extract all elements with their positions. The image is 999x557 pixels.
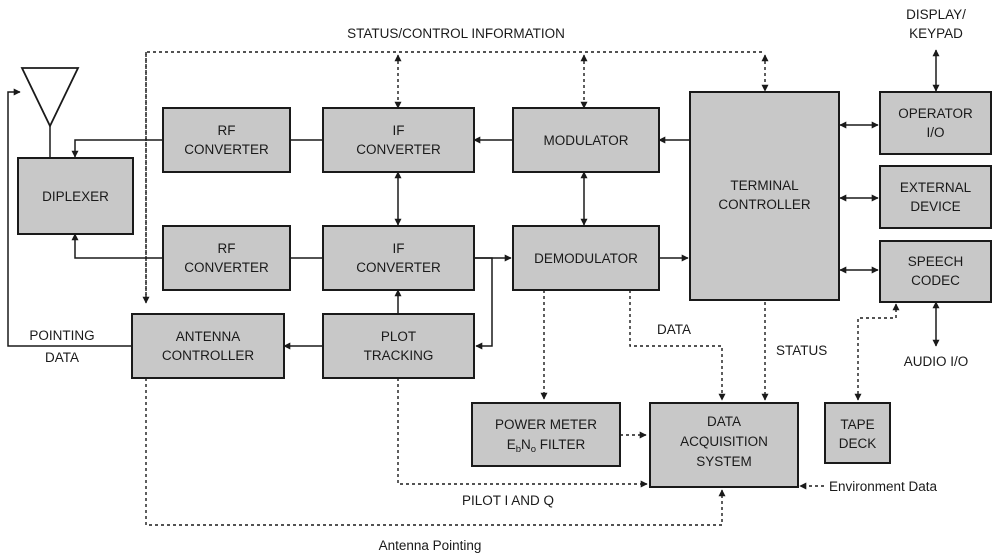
plot-tracking-line2: TRACKING	[364, 348, 434, 363]
diplexer-block: DIPLEXER	[17, 157, 134, 235]
antenna-controller-line1: ANTENNA	[176, 329, 241, 344]
data-label: DATA	[657, 322, 691, 337]
terminal-controller-block: TERMINAL CONTROLLER	[689, 91, 840, 301]
rf-converter-top-line2: CONVERTER	[184, 142, 269, 157]
tape-deck-codec-line	[854, 303, 900, 401]
pointing-data-line	[7, 88, 132, 347]
external-device-line2: DEVICE	[910, 199, 960, 214]
terminal-controller-line2: CONTROLLER	[718, 197, 811, 212]
environment-data-label: Environment Data	[829, 479, 938, 494]
external-device-line1: EXTERNAL	[900, 180, 972, 195]
antenna-icon	[20, 67, 80, 129]
pointing-data-line1: POINTING	[29, 328, 94, 343]
status-control-label: STATUS/CONTROL INFORMATION	[347, 26, 565, 41]
rf-converter-top-line1: RF	[218, 123, 236, 138]
terminal-controller-line1: TERMINAL	[730, 178, 799, 193]
external-device-block: EXTERNAL DEVICE	[879, 165, 992, 229]
rf-converter-top-block: RF CONVERTER	[162, 107, 291, 173]
demodulator-block: DEMODULATOR	[512, 225, 660, 291]
operator-io-block: OPERATOR I/O	[879, 91, 992, 155]
rf-converter-bottom-line2: CONVERTER	[184, 260, 269, 275]
modulator-label: MODULATOR	[543, 133, 628, 148]
diplexer-label: DIPLEXER	[42, 189, 109, 204]
pointing-data-line2: DATA	[45, 350, 79, 365]
modulator-block: MODULATOR	[512, 107, 660, 173]
data-acquisition-line3: SYSTEM	[696, 454, 752, 469]
operator-io-line1: OPERATOR	[898, 106, 973, 121]
rf-converter-bottom-block: RF CONVERTER	[162, 225, 291, 291]
rf-converter-bottom-line1: RF	[218, 241, 236, 256]
data-acquisition-line1: DATA	[707, 414, 741, 429]
plot-tracking-block: PLOT TRACKING	[322, 313, 475, 379]
diplexer-to-rf	[71, 233, 163, 259]
power-meter-line2: EbNo FILTER	[507, 437, 586, 455]
tape-deck-line2: DECK	[839, 436, 877, 451]
data-acquisition-line2: ACQUISITION	[680, 434, 768, 449]
data-acquisition-block: DATA ACQUISITION SYSTEM	[649, 402, 799, 488]
antenna-controller-block: ANTENNA CONTROLLER	[131, 313, 285, 379]
demodulator-label: DEMODULATOR	[534, 251, 638, 266]
if-converter-bottom-line1: IF	[393, 241, 405, 256]
tape-deck-line1: TAPE	[840, 417, 874, 432]
demod-data-line	[629, 290, 726, 401]
speech-codec-line1: SPEECH	[908, 254, 964, 269]
operator-io-line2: I/O	[926, 125, 944, 140]
if-converter-top-line2: CONVERTER	[356, 142, 441, 157]
antenna-controller-line2: CONTROLLER	[162, 348, 255, 363]
power-meter-block: POWER METER EbNo FILTER	[471, 402, 621, 467]
tape-deck-block: TAPE DECK	[824, 402, 891, 464]
if-converter-top-line1: IF	[393, 123, 405, 138]
audio-io-label: AUDIO I/O	[904, 354, 969, 369]
if-converter-bottom-line2: CONVERTER	[356, 260, 441, 275]
if-converter-bottom-block: IF CONVERTER	[322, 225, 475, 291]
pilot-iq-line	[397, 378, 648, 488]
display-keypad-line1: DISPLAY/	[906, 7, 966, 22]
plot-tracking-line1: PLOT	[381, 329, 416, 344]
antenna-pointing-label: Antenna Pointing	[379, 538, 482, 553]
display-keypad-line2: KEYPAD	[909, 26, 963, 41]
connections	[7, 49, 940, 526]
antenna-pointing-line	[145, 378, 726, 526]
power-meter-line1: POWER METER	[495, 417, 597, 432]
if-converter-top-block: IF CONVERTER	[322, 107, 475, 173]
speech-codec-line2: CODEC	[911, 273, 960, 288]
status-label: STATUS	[776, 343, 827, 358]
speech-codec-block: SPEECH CODEC	[879, 240, 992, 303]
rf-to-diplexer	[71, 139, 163, 158]
pilot-iq-label: PILOT I AND Q	[462, 493, 554, 508]
if-to-plot-tracking	[474, 257, 493, 350]
